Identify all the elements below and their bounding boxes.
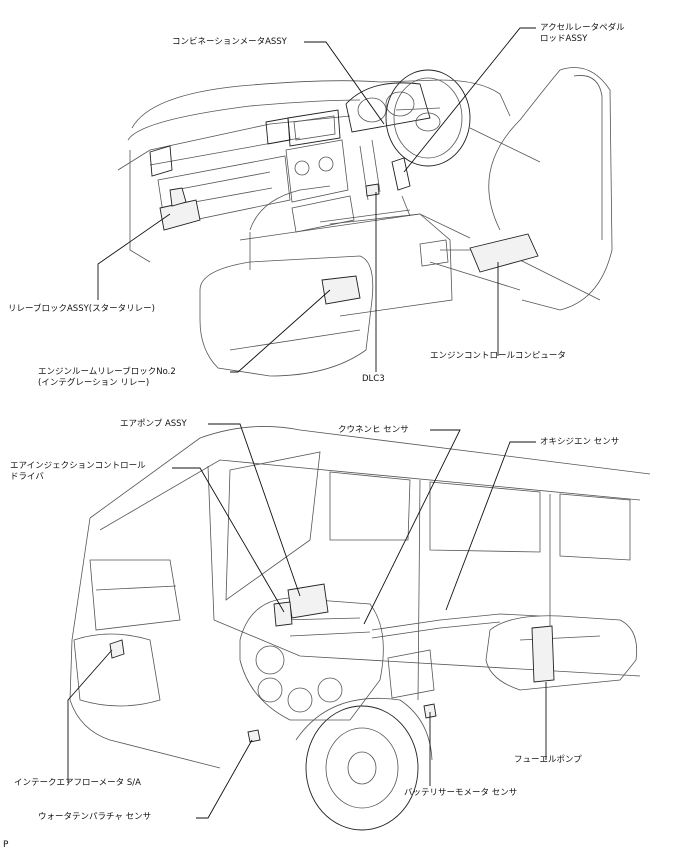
label-engine-control-computer: エンジンコントロールコンピュータ	[430, 351, 566, 361]
label-airflow-meter: インテークエアフローメータ S/A	[14, 778, 141, 788]
label-battery-temp-sensor: バッテリサーモメータ センサ	[404, 788, 518, 798]
label-air-injection-driver: エアインジェクションコントロール	[10, 461, 146, 471]
top-leader-lines	[97, 27, 536, 373]
label-engine-room-relay-block-2: (インテグレーション リレー)	[38, 378, 150, 388]
label-accelerator-pedal-rod: アクセルレータペダル	[540, 23, 625, 33]
label-air-injection-driver-2: ドライバ	[10, 472, 44, 482]
interior-illustration	[117, 67, 613, 377]
label-water-temp-sensor: ウォータテンパラチャ センサ	[38, 812, 152, 822]
label-accelerator-pedal-rod-2: ロッドASSY	[540, 34, 588, 44]
label-af-sensor: クウネンヒ センサ	[338, 425, 409, 435]
label-engine-room-relay-block: エンジンルームリレーブロックNo.2	[38, 367, 176, 377]
label-dlc3: DLC3	[362, 374, 385, 384]
exterior-illustration	[69, 426, 651, 831]
bottom-leader-lines	[67, 423, 547, 819]
corner-mark: P	[3, 840, 9, 850]
label-combination-meter: コンビネーションメータASSY	[172, 37, 287, 47]
label-fuel-pump: フューエルポンプ	[514, 755, 582, 765]
label-air-pump: エアポンプ ASSY	[120, 419, 187, 429]
label-relay-block: リレーブロックASSY(スタータリレー)	[8, 304, 155, 314]
label-oxygen-sensor: オキシジエン センサ	[540, 437, 620, 447]
